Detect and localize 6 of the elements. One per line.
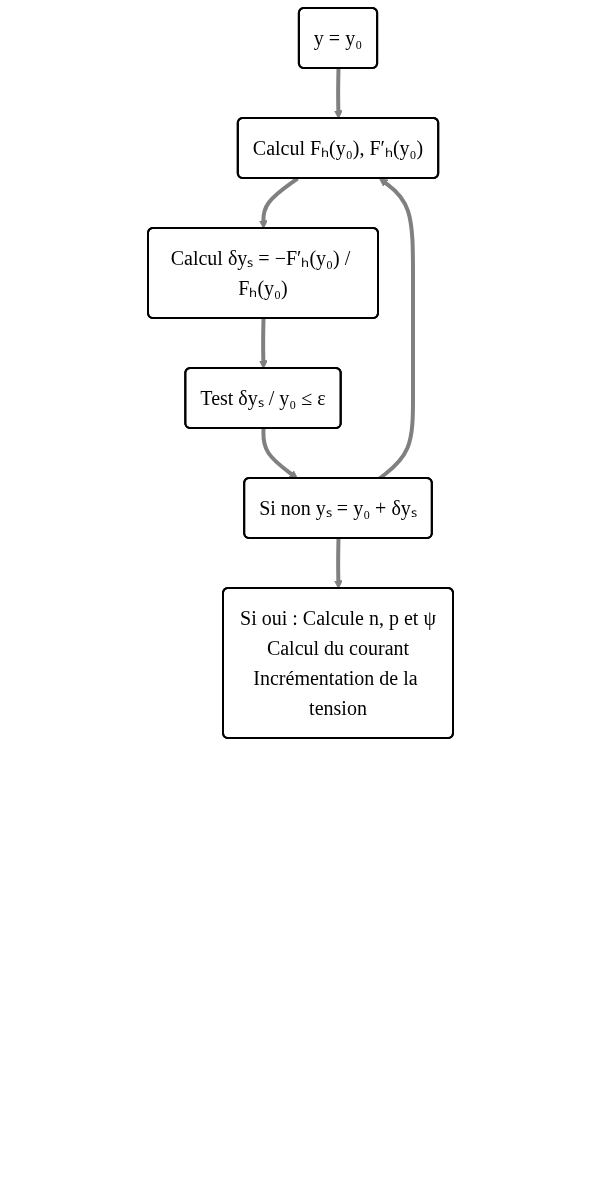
arrow: [260, 428, 298, 479]
arrow: [333, 538, 343, 589]
node-text: Calcul δyₛ = −F′ₕ(y₀) / Fₕ(y₀): [170, 247, 350, 299]
arrow: [333, 68, 343, 119]
node-text: Si oui : Calcule n, p et ψ Calcul du courant Incrémentation de la tension: [239, 607, 436, 719]
arrow: [258, 318, 268, 369]
